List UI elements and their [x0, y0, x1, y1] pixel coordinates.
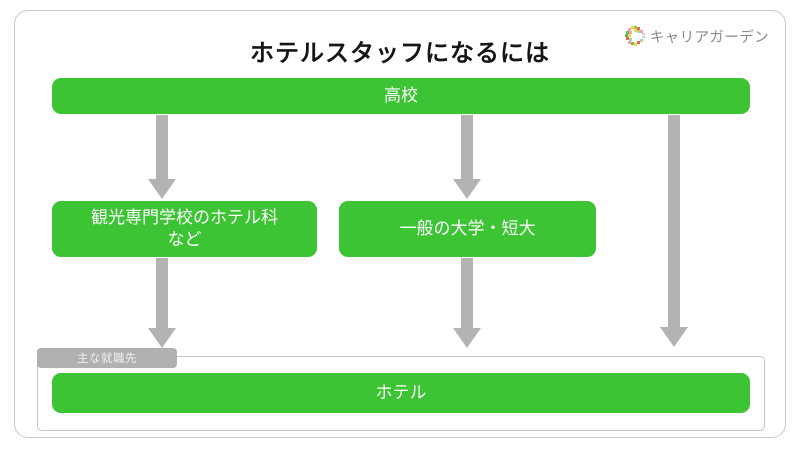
- node-hotel: ホテル: [52, 373, 750, 413]
- node-hotel-label: ホテル: [375, 383, 427, 403]
- node-vocational-school-label: 観光専門学校のホテル科 など: [91, 208, 278, 249]
- node-university: 一般の大学・短大: [339, 201, 596, 257]
- node-highschool: 高校: [52, 78, 750, 114]
- arrow-highschool-to-university: [452, 115, 482, 199]
- arrow-highschool-to-vocational: [147, 115, 177, 199]
- diagram-card: ホテルスタッフになるには: [14, 10, 786, 438]
- main-employers-tab: 主な就職先: [37, 348, 177, 368]
- arrow-vocational-to-hotel: [147, 258, 177, 348]
- node-highschool-label: 高校: [384, 86, 418, 106]
- careergarden-c-icon: [624, 25, 646, 47]
- site-logo[interactable]: キャリアガーデン: [624, 23, 769, 49]
- node-university-label: 一般の大学・短大: [399, 219, 536, 239]
- page-title: ホテルスタッフになるには: [250, 40, 550, 67]
- node-vocational-school: 観光専門学校のホテル科 など: [52, 201, 317, 257]
- main-employers-tab-label: 主な就職先: [77, 353, 137, 365]
- main-employers-panel: [37, 356, 765, 431]
- arrow-highschool-to-hotel: [659, 115, 689, 347]
- arrow-university-to-hotel: [452, 258, 482, 348]
- logo-text: キャリアガーデン: [649, 29, 769, 46]
